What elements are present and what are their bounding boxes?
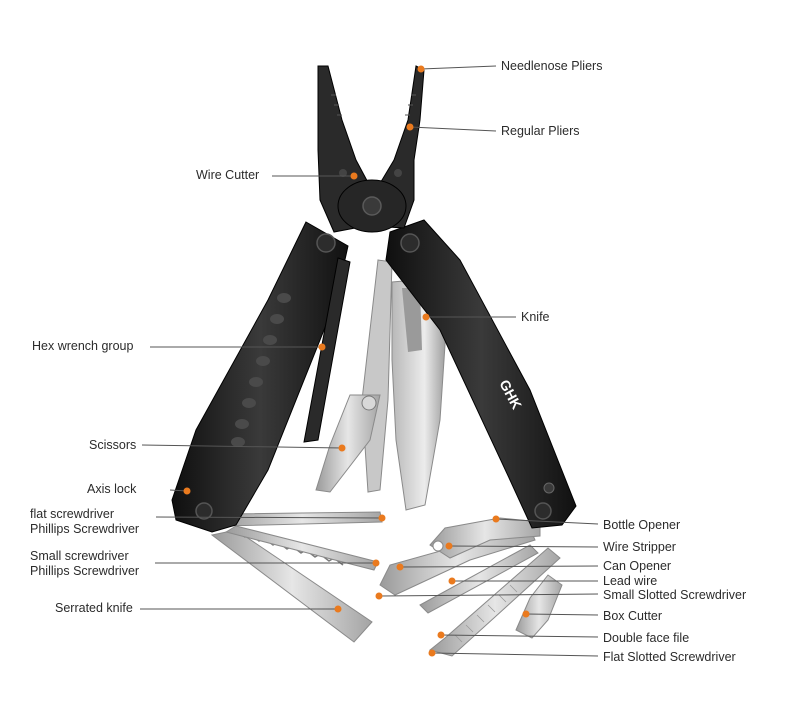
dot-axis-lock [183,487,191,495]
callout-dots [183,65,530,657]
dot-needlenose [417,65,425,73]
dot-small-slotted [375,592,383,600]
small-slotted-screwdriver [419,544,539,614]
right-bottom-screw [534,502,552,520]
bottle-opener-tool [429,517,541,559]
plier-teeth [331,94,416,116]
knife-thumb-slot [402,288,422,352]
wire-cutter-notch-right [394,169,402,177]
dot-knife [422,313,430,321]
bottle-opener-hole [432,540,444,552]
label-scissors: Scissors [89,438,137,452]
scissors-pivot [361,395,377,411]
right-pivot-screw [400,233,420,253]
left-handle [171,221,351,533]
label-serrated-knife: Serrated knife [55,601,133,615]
dot-bottle [492,515,500,523]
double-face-file [428,547,561,657]
right-handle: GHK [385,219,577,529]
label-phillips-screwdriver-2: Phillips Screwdriver [30,564,140,578]
right-lock-dot [543,482,555,494]
dot-box-cutter [522,610,530,618]
label-bottle-opener: Bottle Opener [603,518,681,532]
dot-scissors [338,444,346,452]
dot-double-file [437,631,445,639]
label-small-screwdriver: Small screwdriver [30,549,129,563]
label-flat-slotted-screwdriver: Flat Slotted Screwdriver [603,650,736,664]
right-handle-body [385,219,577,529]
scissors-blade-back [361,259,393,493]
dot-can-opener [396,563,404,571]
label-hex-wrench-group: Hex wrench group [32,339,134,353]
hex-wrench-group [303,257,351,443]
dot-flat-sd [378,514,386,522]
wire-cutter-notch-left [339,169,347,177]
pliers-head [317,65,425,233]
knife-tool [391,277,447,511]
left-handle-holes [231,293,291,447]
label-needlenose-pliers: Needlenose Pliers [501,59,603,73]
label-lead-wire: Lead wire [603,574,658,588]
dot-wire-cutter [350,172,358,180]
label-can-opener: Can Opener [603,559,672,573]
label-wire-cutter: Wire Cutter [196,168,260,182]
label-regular-pliers: Regular Pliers [501,124,580,138]
left-bottom-screw [195,502,213,520]
plier-pivot [362,196,382,216]
dot-small-sd [372,559,380,567]
dot-regular [406,123,414,131]
leader-lines [140,65,599,657]
bottom-left-tools [210,511,383,643]
label-double-face-file: Double face file [603,631,690,645]
dot-flat-slotted [428,649,436,657]
bottom-right-tools [379,517,563,657]
flat-screwdriver-shaft [221,511,383,527]
box-cutter-blade [515,574,563,639]
label-knife: Knife [521,310,550,324]
label-phillips-screwdriver-1: Phillips Screwdriver [30,522,140,536]
scissors-blade-front [315,394,381,493]
dot-lead-wire [448,577,456,585]
label-box-cutter: Box Cutter [603,609,663,623]
dot-hex [318,343,326,351]
scissors-tool [315,259,393,493]
dot-serrated [334,605,342,613]
left-pivot-screw [316,233,336,253]
label-axis-lock: Axis lock [87,482,137,496]
label-flat-screwdriver: flat screwdriver [30,507,115,521]
label-small-slotted-screwdriver: Small Slotted Screwdriver [603,588,747,602]
label-wire-stripper: Wire Stripper [603,540,676,554]
file-texture [454,584,518,643]
dot-wire-stripper [445,542,453,550]
